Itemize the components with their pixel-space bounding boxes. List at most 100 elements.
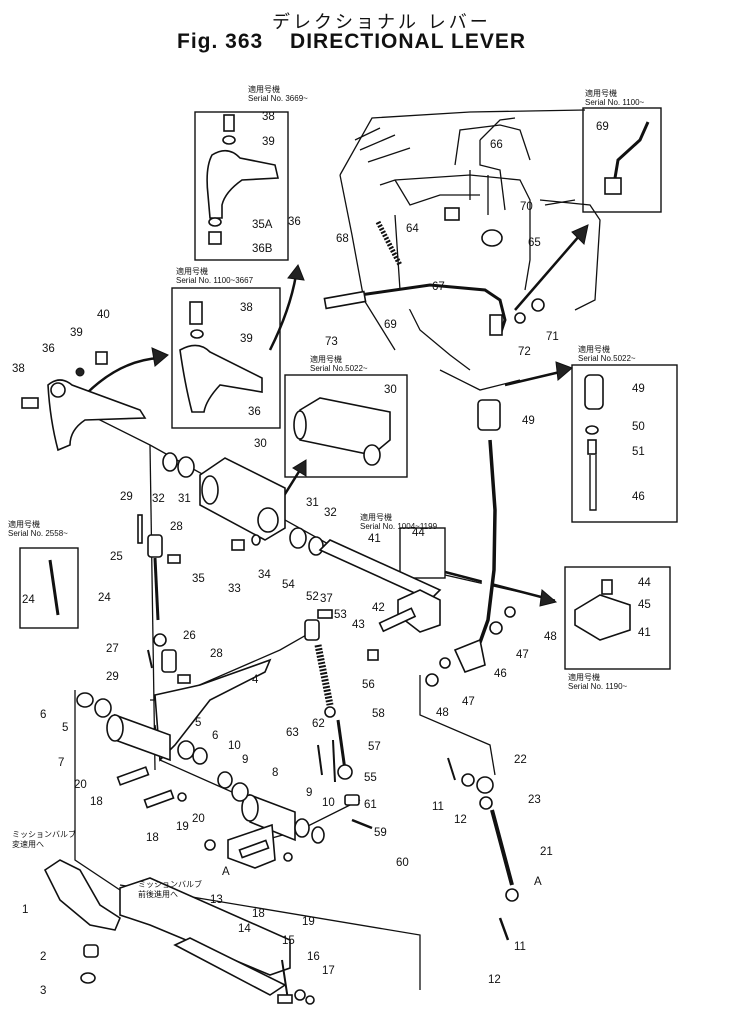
callout-18: 18 <box>90 796 103 808</box>
callout-51: 51 <box>632 446 645 458</box>
inset-box-serial-5022-bracket <box>284 374 408 478</box>
callout-66: 66 <box>490 139 503 151</box>
callout-34: 34 <box>258 569 271 581</box>
callout-45: 45 <box>638 599 651 611</box>
serial-note-jp: 適用号機 <box>176 266 208 276</box>
callout-69: 69 <box>384 319 397 331</box>
callout-31: 31 <box>178 493 191 505</box>
callout-21: 21 <box>540 846 553 858</box>
serial-note-jp: 適用号機 <box>360 512 392 522</box>
lever-inset-3669 <box>206 114 279 245</box>
callout-11: 11 <box>514 941 526 953</box>
inset-box-serial-1190 <box>564 566 671 670</box>
callout-42: 42 <box>372 602 385 614</box>
spring-56 <box>304 609 373 830</box>
callout-40: 40 <box>97 309 110 321</box>
callout-36: 36 <box>42 343 55 355</box>
callout-15: 15 <box>282 935 295 947</box>
callout-56: 56 <box>362 679 375 691</box>
callout-4: 4 <box>252 674 259 686</box>
bracket-30 <box>199 457 286 541</box>
callout-3: 3 <box>40 985 46 997</box>
callout-a: A <box>222 866 230 878</box>
callout-11: 11 <box>432 801 444 813</box>
callout-5: 5 <box>195 717 201 729</box>
mission-valve-note: 前後進用へ <box>138 889 178 899</box>
machine-body-outline <box>339 109 601 391</box>
callout-36: 36 <box>248 406 261 418</box>
pedal-1 <box>43 859 315 1005</box>
callout-67: 67 <box>432 281 445 293</box>
callout-6: 6 <box>212 730 218 742</box>
callout-47: 47 <box>516 649 529 661</box>
callout-labels: 383935A36B363839366966706465686773697271… <box>12 111 651 997</box>
serial-note-jp: 適用号機 <box>578 344 610 354</box>
serial-note-jp: 適用号機 <box>8 519 40 529</box>
callout-60: 60 <box>396 857 409 869</box>
plates-18 <box>116 766 293 862</box>
callout-12: 12 <box>488 974 501 986</box>
title-japanese: デレクショナル レバー <box>272 12 491 33</box>
callout-52: 52 <box>306 591 319 603</box>
callout-44: 44 <box>412 527 425 539</box>
callout-62: 62 <box>312 718 325 730</box>
lever-inset-1100-69 <box>604 121 650 195</box>
inset-box-serial-1100-3667 <box>171 287 281 429</box>
serial-note: Serial No.5022~ <box>578 354 636 363</box>
figure-title: DIRECTIONAL LEVER <box>290 30 527 53</box>
serial-note: Serial No. 1004~1199 <box>360 522 438 531</box>
joint-26 <box>147 633 191 684</box>
lever-36 <box>21 351 147 452</box>
callout-63: 63 <box>286 727 299 739</box>
callout-53: 53 <box>334 609 347 621</box>
callout-2: 2 <box>40 951 46 963</box>
callout-24: 24 <box>98 592 111 604</box>
callout-26: 26 <box>183 630 196 642</box>
mission-valve-note: ミッションバルブ <box>138 879 202 889</box>
lever-inset-1190 <box>574 579 631 641</box>
lever-4 <box>76 658 272 765</box>
callout-29: 29 <box>106 671 119 683</box>
rod-24 <box>48 514 181 621</box>
callout-49: 49 <box>632 383 645 395</box>
callout-25: 25 <box>110 551 123 563</box>
callout-24: 24 <box>22 594 35 606</box>
callout-9: 9 <box>242 754 248 766</box>
callout-43: 43 <box>352 619 365 631</box>
rod-21 <box>447 757 519 941</box>
callout-39: 39 <box>70 327 83 339</box>
inset-box-serial-5022-knob <box>571 364 678 523</box>
callout-17: 17 <box>322 965 335 977</box>
callout-41: 41 <box>368 533 381 545</box>
callout-30: 30 <box>254 438 267 450</box>
callout-39: 39 <box>262 136 275 148</box>
callout-69: 69 <box>596 121 609 133</box>
serial-note-jp: 適用号機 <box>310 354 342 364</box>
arrows <box>84 224 589 607</box>
callout-55: 55 <box>364 772 377 784</box>
callout-38: 38 <box>12 363 25 375</box>
serial-note: Serial No.5022~ <box>310 364 368 373</box>
callout-58: 58 <box>372 708 385 720</box>
callout-31: 31 <box>306 497 319 509</box>
title-english: Fig. 363 DIRECTIONAL LEVER <box>177 30 526 54</box>
callout-54: 54 <box>282 579 295 591</box>
callout-64: 64 <box>406 223 419 235</box>
callout-44: 44 <box>638 577 651 589</box>
serial-note-jp: 適用号機 <box>568 672 600 682</box>
serial-note: Serial No. 1100~3667 <box>176 276 254 285</box>
callout-38: 38 <box>262 111 275 123</box>
spring-68 <box>375 220 403 267</box>
callout-6: 6 <box>40 709 46 721</box>
callout-23: 23 <box>528 794 541 806</box>
callout-35: 35 <box>192 573 205 585</box>
callout-5: 5 <box>62 722 68 734</box>
inset-box-serial-1100 <box>582 107 662 213</box>
callout-47: 47 <box>462 696 475 708</box>
bracket-inset-30 <box>293 397 391 466</box>
callout-65: 65 <box>528 237 541 249</box>
callout-22: 22 <box>514 754 527 766</box>
